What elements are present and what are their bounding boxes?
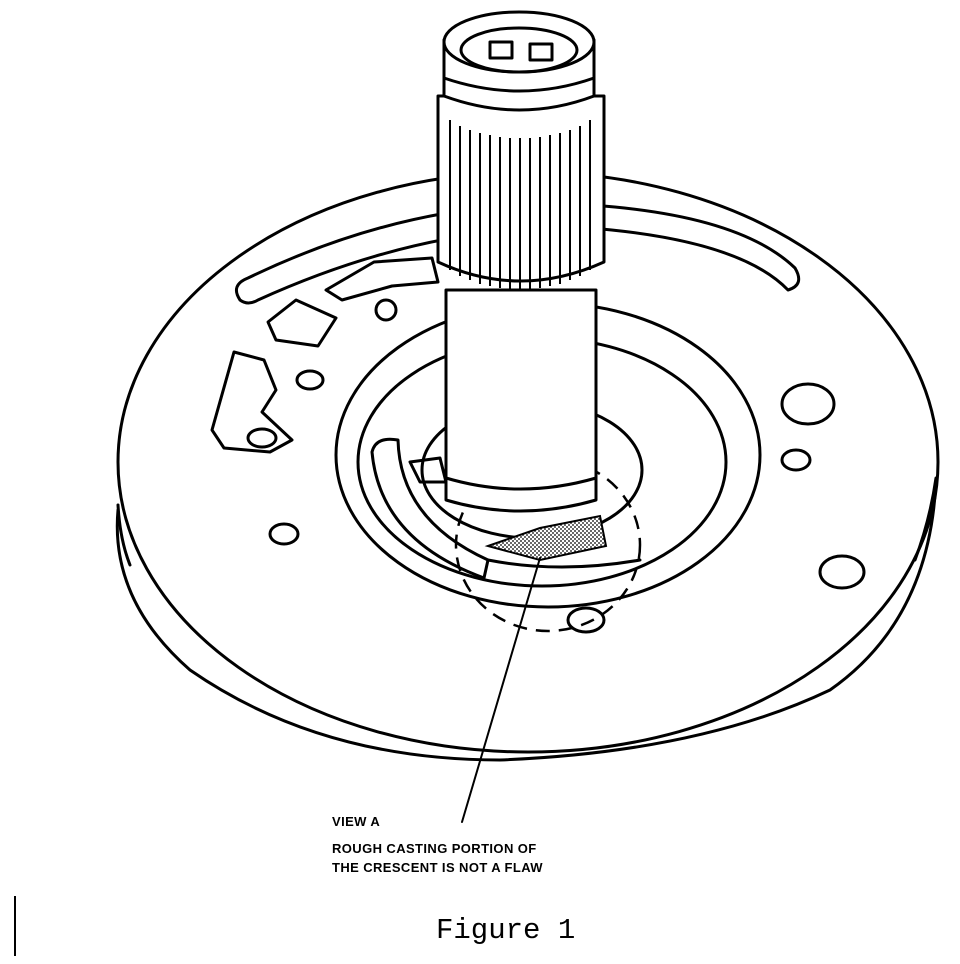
plate-hole <box>374 298 398 322</box>
spline-teeth <box>449 120 591 290</box>
plate-slot <box>234 202 801 305</box>
view-a-callout: VIEW A ROUGH CASTING PORTION OF THE CRES… <box>332 812 543 877</box>
leader-line <box>461 557 541 823</box>
figure-caption: Figure 1 <box>436 914 576 947</box>
plate-hole <box>566 606 606 634</box>
passage-pocket <box>210 350 294 454</box>
plate-edge <box>115 478 938 762</box>
shaft-base-curve <box>444 476 598 491</box>
passage-pocket <box>266 298 338 348</box>
crescent <box>370 437 490 580</box>
plate-hole <box>295 369 325 391</box>
plate-hole <box>818 554 866 590</box>
stator-shaft <box>436 10 606 513</box>
left-passages <box>210 256 440 546</box>
view-a-title: VIEW A <box>332 814 381 829</box>
plate-hole <box>780 382 836 426</box>
shaft-collar-line <box>442 76 596 93</box>
plate-hole <box>780 448 812 472</box>
plate-lip <box>913 476 938 562</box>
plate-hole <box>246 427 278 449</box>
crescent-edge <box>486 558 642 569</box>
rough-casting-area <box>484 514 608 562</box>
shaft-body <box>444 288 598 513</box>
shaft-bore <box>459 26 579 74</box>
view-a-note-line-1: ROUGH CASTING PORTION OF <box>332 841 537 856</box>
right-holes <box>566 382 866 634</box>
plate-hole <box>268 522 300 546</box>
plate-lip <box>116 503 132 567</box>
passage-pocket <box>324 256 440 302</box>
margin-rule <box>14 896 16 956</box>
view-a-note-line-2: THE CRESCENT IS NOT A FLAW <box>332 860 543 875</box>
bore-slot <box>528 42 554 62</box>
bore-slot <box>488 40 514 60</box>
